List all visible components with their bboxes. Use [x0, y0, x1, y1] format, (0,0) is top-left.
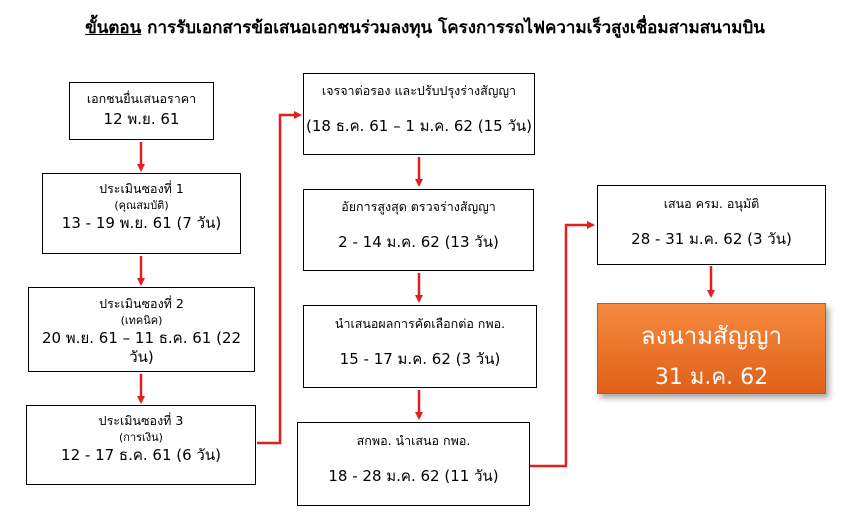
step-date: 13 - 19 พ.ย. 61 (7 วัน) — [61, 214, 222, 233]
step-label: ประเมินซองที่ 1 — [99, 181, 184, 196]
step-date: 28 - 31 ม.ค. 62 (3 วัน) — [631, 229, 792, 248]
step-present-result: นำเสนอผลการคัดเลือกต่อ กพอ. 15 - 17 ม.ค.… — [303, 305, 537, 388]
step-sub: (เทคนิค) — [120, 313, 163, 327]
step-date: 2 - 14 ม.ค. 62 (13 วัน) — [338, 232, 499, 251]
arrow-c1-to-c2 — [257, 111, 302, 445]
step-sub: (คุณสมบัติ) — [114, 198, 169, 212]
step-label: เจรจาต่อรอง และปรับปรุงร่างสัญญา — [321, 83, 517, 98]
step-envelope-2: ประเมินซองที่ 2 (เทคนิค) 20 พ.ย. 61 – 11… — [28, 287, 255, 372]
step-date: 12 พ.ย. 61 — [103, 109, 180, 128]
step-sub: (การเงิน) — [119, 430, 163, 444]
page-title: ขั้นตอน การรับเอกสารข้อเสนอเอกชนร่วมลงทุ… — [0, 14, 850, 41]
step-label: เสนอ ครม. อนุมัติ — [663, 196, 760, 211]
step-bid-submission: เอกชนยื่นเสนอราคา 12 พ.ย. 61 — [69, 82, 214, 140]
title-underlined: ขั้นตอน — [85, 18, 142, 38]
step-date: 12 - 17 ธ.ค. 61 (6 วัน) — [61, 446, 221, 465]
arrow-c2-to-c3 — [530, 221, 595, 468]
final-label: ลงนามสัญญา — [640, 322, 783, 350]
step-label: อัยการสูงสุด ตรวจร่างสัญญา — [341, 199, 496, 214]
step-date: 15 - 17 ม.ค. 62 (3 วัน) — [339, 349, 501, 368]
step-label: สกพอ. นำเสนอ กพอ. — [356, 433, 471, 448]
step-label: ประเมินซองที่ 3 — [98, 413, 184, 428]
step-negotiation: เจรจาต่อรอง และปรับปรุงร่างสัญญา (18 ธ.ค… — [303, 73, 535, 155]
step-label: นำเสนอผลการคัดเลือกต่อ กพอ. — [334, 316, 506, 331]
step-date: 18 - 28 ม.ค. 62 (11 วัน) — [328, 466, 499, 485]
step-label: เอกชนยื่นเสนอราคา — [86, 91, 197, 106]
step-eeco-present: สกพอ. นำเสนอ กพอ. 18 - 28 ม.ค. 62 (11 วั… — [297, 422, 530, 506]
final-date: 31 ม.ค. 62 — [654, 365, 769, 390]
step-cabinet-approval: เสนอ ครม. อนุมัติ 28 - 31 ม.ค. 62 (3 วัน… — [597, 185, 826, 265]
step-date: 20 พ.ย. 61 – 11 ธ.ค. 61 (22 วัน) — [41, 329, 242, 367]
step-label: ประเมินซองที่ 2 — [99, 296, 184, 311]
step-date: (18 ธ.ค. 61 – 1 ม.ค. 62 (15 วัน) — [306, 116, 532, 135]
final-contract-signing: ลงนามสัญญา 31 ม.ค. 62 — [597, 303, 826, 394]
title-rest: การรับเอกสารข้อเสนอเอกชนร่วมลงทุน โครงกา… — [141, 18, 765, 38]
step-attorney-review: อัยการสูงสุด ตรวจร่างสัญญา 2 - 14 ม.ค. 6… — [303, 189, 534, 271]
step-envelope-3: ประเมินซองที่ 3 (การเงิน) 12 - 17 ธ.ค. 6… — [26, 405, 256, 485]
step-envelope-1: ประเมินซองที่ 1 (คุณสมบัติ) 13 - 19 พ.ย.… — [42, 173, 241, 254]
